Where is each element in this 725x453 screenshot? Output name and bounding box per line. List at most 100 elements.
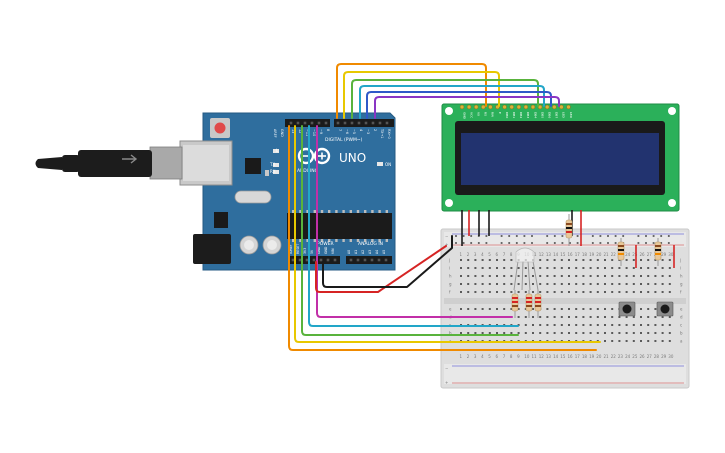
- column-number-top: 3: [474, 252, 477, 257]
- breadboard-hole: [575, 267, 578, 269]
- breadboard-hole: [618, 324, 621, 326]
- breadboard-hole: [546, 316, 549, 318]
- breadboard-hole: [488, 291, 491, 293]
- breadboard-hole: [589, 308, 592, 310]
- breadboard-hole: [503, 291, 506, 293]
- breadboard-hole: [604, 259, 606, 261]
- rail-hole: [637, 242, 640, 244]
- breadboard-hole: [604, 267, 606, 269]
- breadboard-hole: [596, 283, 599, 285]
- breadboard-hole: [668, 267, 671, 269]
- breadboard-hole: [632, 324, 635, 326]
- arduino-uno-board[interactable]: UNO ARDUINO DIGITAL (PWM~) POWER ANALOG …: [179, 112, 396, 271]
- breadboard-hole: [510, 332, 513, 334]
- breadboard-hole: [496, 267, 498, 269]
- breadboard-hole: [589, 332, 592, 334]
- breadboard-hole: [625, 316, 628, 318]
- breadboard-hole: [560, 275, 563, 277]
- breadboard-hole: [460, 259, 462, 261]
- rail-hole: [500, 235, 503, 237]
- breadboard-hole: [524, 267, 527, 269]
- column-number-bottom: 25: [632, 354, 638, 359]
- breadboard-hole: [532, 316, 534, 318]
- breadboard-hole: [496, 291, 498, 293]
- breadboard-hole: [560, 283, 563, 285]
- lcd-screen: [461, 133, 659, 185]
- breadboard-hole: [582, 259, 585, 261]
- breadboard-hole: [481, 332, 484, 334]
- rail-hole: [470, 242, 473, 244]
- lcd-pin: [552, 104, 557, 110]
- breadboard-hole: [654, 324, 657, 326]
- column-number-top: 20: [596, 252, 602, 257]
- rail-hole: [553, 235, 556, 237]
- row-letter: g: [449, 282, 452, 287]
- breadboard-hole: [575, 291, 578, 293]
- lcd-pin-label: DB3: [526, 112, 530, 118]
- analog-pin-label: A4: [375, 250, 379, 254]
- breadboard-hole: [640, 259, 642, 261]
- breadboard-hole: [640, 275, 642, 277]
- breadboard-hole: [661, 316, 664, 318]
- board-model: UNO: [339, 151, 366, 165]
- pushbutton-2[interactable]: [656, 301, 674, 317]
- breadboard-hole: [560, 324, 563, 326]
- resistor-lcd: [565, 214, 573, 246]
- breadboard-hole: [503, 275, 506, 277]
- wire-magenta-bb: [316, 125, 513, 318]
- breadboard-hole: [524, 291, 527, 293]
- rail-hole: [660, 235, 663, 237]
- breadboard-hole: [668, 332, 671, 334]
- wire-orange-lcd: [336, 63, 487, 119]
- rail-hole: [523, 242, 526, 244]
- lcd-pin: [488, 104, 493, 110]
- breadboard-hole: [575, 308, 578, 310]
- column-number-bottom: 29: [661, 354, 667, 359]
- rail-hole: [591, 235, 594, 237]
- breadboard-hole: [524, 283, 527, 285]
- breadboard-hole: [546, 332, 549, 334]
- breadboard-hole: [517, 275, 520, 277]
- breadboard-hole: [568, 275, 570, 277]
- pushbutton-icon[interactable]: [618, 301, 636, 317]
- breadboard-hole: [618, 291, 621, 293]
- breadboard-hole: [611, 340, 614, 342]
- breadboard-hole: [568, 267, 570, 269]
- breadboard-hole: [568, 259, 570, 261]
- breadboard-hole: [582, 275, 585, 277]
- rail-hole: [485, 242, 488, 244]
- breadboard-hole: [539, 291, 542, 293]
- column-number-bottom: 9: [517, 354, 520, 359]
- breadboard-hole: [503, 259, 506, 261]
- breadboard-hole: [510, 267, 513, 269]
- breadboard-hole: [460, 283, 462, 285]
- column-number-top: 27: [647, 252, 653, 257]
- breadboard-hole: [467, 283, 470, 285]
- led-l-label: L: [276, 148, 279, 153]
- breadboard-hole: [553, 316, 556, 318]
- digital-pin-label: 4: [359, 129, 363, 131]
- breadboard-hole: [524, 332, 527, 334]
- breadboard-hole: [582, 324, 585, 326]
- row-letter: i: [680, 266, 681, 271]
- lcd-pin-label: E: [498, 112, 502, 114]
- breadboard-hole: [589, 316, 592, 318]
- breadboard-hole: [640, 291, 642, 293]
- lcd-pin-label: DB4: [533, 112, 537, 118]
- breadboard-hole: [668, 291, 671, 293]
- lcd-pin-label: VCC: [469, 112, 473, 118]
- arduino-logo-icon: [297, 147, 331, 165]
- row-letter: g: [680, 282, 683, 287]
- breadboard-hole: [553, 291, 556, 293]
- digital-pin-label: ~9: [319, 129, 323, 134]
- breadboard-hole: [546, 275, 549, 277]
- breadboard-hole: [647, 291, 650, 293]
- rail-hole: [531, 235, 533, 237]
- breadboard-hole: [654, 316, 657, 318]
- breadboard-hole: [604, 316, 606, 318]
- column-number-top: 29: [661, 252, 667, 257]
- breadboard-hole: [589, 267, 592, 269]
